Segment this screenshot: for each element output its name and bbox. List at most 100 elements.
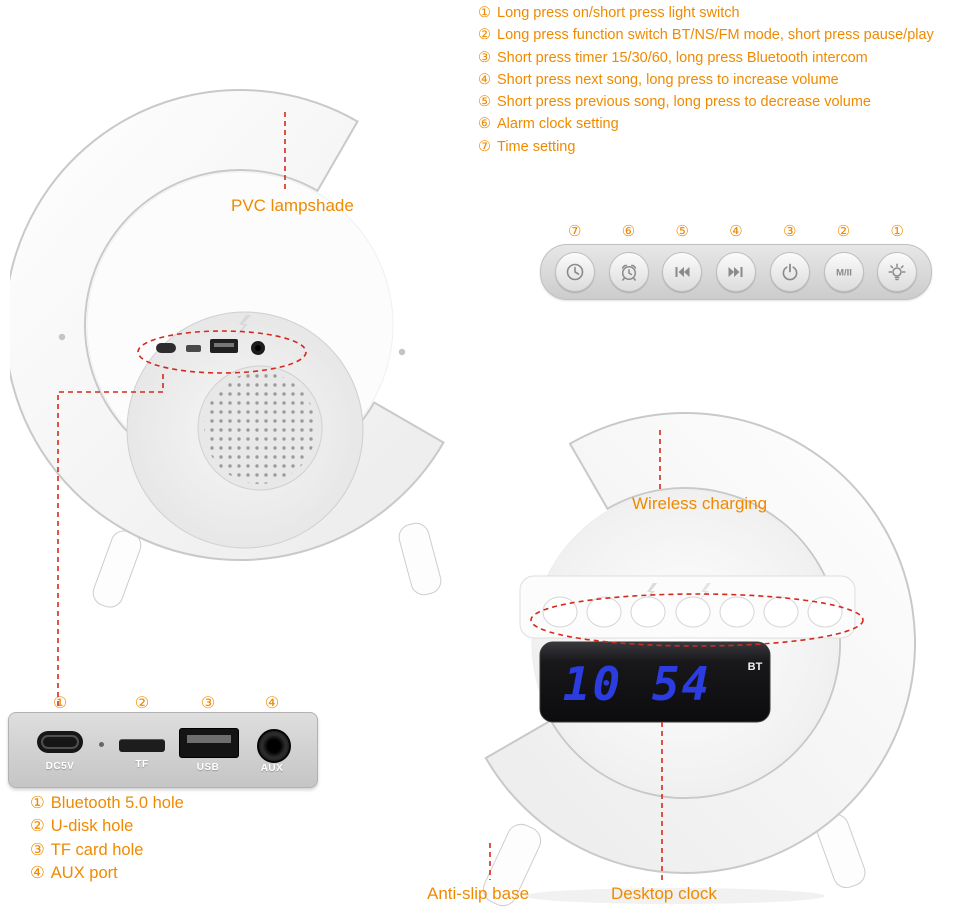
legend-item: ② Long press function switch BT/NS/FM mod…	[478, 24, 934, 46]
lamp-front-view: 10 54 BT	[482, 412, 916, 907]
lamp-shadow	[525, 888, 825, 904]
legend-item: ③ TF card hole	[30, 839, 184, 862]
port-number: ②	[134, 695, 150, 712]
button-number: ⑤	[675, 223, 689, 240]
mode-pause-icon: M/II	[836, 268, 852, 279]
legend-number: ④	[478, 71, 491, 88]
pvc-lampshade-label: PVC lampshade	[231, 196, 354, 215]
top-button	[542, 596, 578, 628]
ports-legend: ① Bluetooth 5.0 hole ② U-disk hole ③ TF car…	[30, 792, 184, 886]
legend-number: ①	[478, 5, 491, 21]
legend-item: ④ Short press next song, long press to in…	[478, 69, 934, 91]
lamp-foot	[398, 522, 442, 596]
speaker-grille	[204, 372, 316, 484]
usb-c-port	[156, 343, 176, 353]
legend-text: Short press next song, long press to inc…	[497, 71, 839, 88]
port-label: TF	[135, 759, 149, 770]
mic-hole	[99, 742, 104, 747]
usb-a-tongue	[214, 343, 234, 347]
screw-dot	[58, 333, 66, 341]
usb-c-port	[37, 731, 83, 753]
legend-number: ⑥	[478, 116, 491, 133]
legend-number: ⑤	[478, 94, 491, 111]
time-setting-button	[554, 252, 595, 292]
button-number: ①	[890, 223, 904, 240]
next-track-icon	[728, 267, 743, 277]
legend-number: ③	[478, 49, 491, 66]
legend-item: ① Long press on/short press light switch	[478, 2, 934, 24]
legend-number: ②	[30, 817, 45, 836]
button-numbers-row: ⑦ ⑥ ⑤ ④ ③ ② ①	[540, 222, 932, 244]
port-label: AUX	[260, 763, 284, 774]
top-button	[675, 596, 711, 628]
alarm-clock-icon	[621, 264, 636, 281]
port-label: DC5V	[45, 761, 75, 772]
aux-port-hole	[255, 345, 261, 351]
button-strip: M/II	[540, 244, 932, 300]
legend-text: Alarm clock setting	[497, 116, 619, 133]
legend-item: ① Bluetooth 5.0 hole	[30, 792, 184, 815]
port-number: ④	[264, 695, 280, 712]
legend-item: ③ Short press timer 15/30/60, long press …	[478, 47, 934, 69]
control-panel: ⑦ ⑥ ⑤ ④ ③ ② ①	[540, 222, 932, 300]
anti-slip-foot	[482, 823, 542, 907]
port-label: USB	[196, 762, 220, 773]
mode-pause-button: M/II	[823, 252, 864, 292]
previous-track-button	[662, 252, 703, 292]
screw-dot	[398, 348, 406, 356]
legend-number: ①	[30, 794, 45, 812]
port-number: ①	[52, 695, 68, 712]
clock-icon	[566, 263, 584, 281]
alarm-setting-button	[608, 252, 649, 292]
port-number: ③	[200, 695, 216, 712]
button-number: ⑥	[621, 223, 636, 240]
button-number: ②	[836, 223, 851, 240]
button-number: ④	[729, 223, 743, 240]
legend-number: ⑦	[478, 138, 491, 155]
lamp-foot	[92, 530, 142, 608]
usb-a-port	[179, 728, 239, 758]
timer-button	[769, 252, 810, 292]
legend-text: Bluetooth 5.0 hole	[50, 794, 184, 812]
anti-slip-base-label: Anti-slip base	[427, 884, 530, 903]
legend-item: ⑥ Alarm clock setting	[478, 113, 934, 135]
legend-text: Long press function switch BT/NS/FM mode…	[497, 27, 934, 44]
legend-item: ④ AUX port	[30, 862, 184, 885]
top-button	[630, 596, 666, 628]
legend-number: ②	[478, 27, 491, 44]
legend-text: Time setting	[497, 138, 576, 155]
top-button	[719, 596, 755, 628]
desktop-clock-label: Desktop clock	[611, 884, 717, 903]
wireless-charging-label: Wireless charging	[632, 494, 768, 513]
previous-track-icon	[675, 267, 690, 277]
legend-text: Short press previous song, long press to…	[497, 94, 871, 111]
light-power-icon	[888, 263, 906, 281]
aux-jack	[257, 729, 291, 763]
legend-text: TF card hole	[50, 840, 144, 859]
button-number: ⑦	[568, 223, 582, 240]
next-track-button	[716, 252, 756, 292]
tf-slot	[186, 345, 201, 352]
legend-number: ③	[30, 840, 45, 859]
legend-item: ⑤ Short press previous song, long press t…	[478, 91, 934, 113]
top-button	[586, 596, 622, 628]
legend-text: U-disk hole	[50, 817, 134, 836]
lamp-back-view	[10, 89, 445, 608]
ports-closeup-panel: ① ② ③ ④ DC5V TF USB AUX	[8, 695, 318, 788]
legend-text: Long press on/short press light switch	[497, 5, 740, 21]
timer-power-icon	[782, 263, 798, 281]
bt-indicator: BT	[748, 661, 763, 673]
legend-item: ② U-disk hole	[30, 815, 184, 838]
clock-time: 10 54	[563, 657, 711, 711]
legend-number: ④	[30, 864, 45, 883]
legend-text: AUX port	[50, 864, 118, 883]
legend-item: ⑦ Time setting	[478, 136, 934, 158]
svg-text:M/II: M/II	[836, 268, 852, 279]
button-number: ③	[783, 223, 797, 240]
legend-text: Short press timer 15/30/60, long press B…	[497, 49, 868, 66]
light-power-button	[877, 252, 918, 292]
top-button	[807, 596, 843, 628]
top-button	[763, 596, 799, 628]
